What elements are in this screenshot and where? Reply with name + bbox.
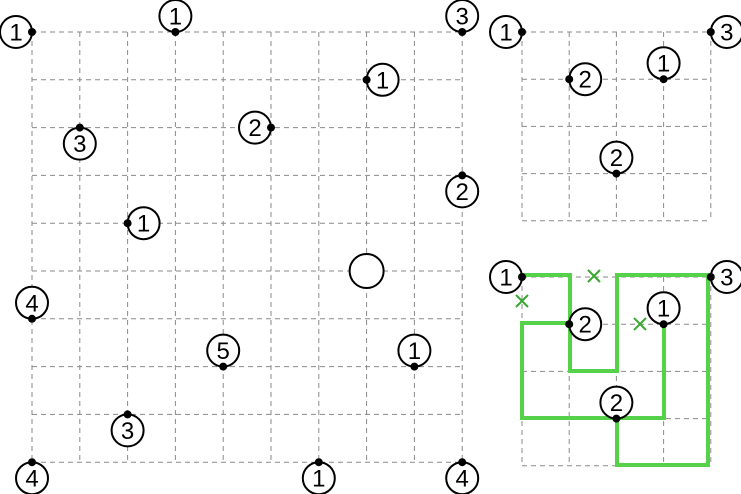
clue-example: 1 xyxy=(489,15,526,49)
clue-main xyxy=(348,253,385,289)
clue-number: 4 xyxy=(25,466,38,493)
clue-dot xyxy=(659,320,668,329)
clue-main: 1 xyxy=(0,15,36,49)
clue-solution: 1 xyxy=(646,291,681,329)
cross-mark xyxy=(587,269,601,283)
clue-number: 1 xyxy=(9,20,22,47)
clue-number: 5 xyxy=(217,338,230,365)
clue-solution: 2 xyxy=(599,385,634,423)
clue-dot xyxy=(362,75,371,84)
clue-dot xyxy=(219,362,228,371)
clue-example: 1 xyxy=(646,46,681,84)
clue-dot xyxy=(458,28,467,36)
clue-main: 1 xyxy=(123,206,161,241)
clue-number: 1 xyxy=(408,338,421,365)
clue-dot xyxy=(458,458,467,467)
cross-mark xyxy=(633,317,647,331)
cross-mark xyxy=(515,294,529,308)
clue-main: 1 xyxy=(397,333,432,371)
clue-dot xyxy=(267,123,275,132)
clue-dot xyxy=(518,28,526,36)
clue-dot xyxy=(171,28,180,36)
clue-example: 3 xyxy=(706,15,741,49)
clue-dot xyxy=(518,273,526,281)
clue-number: 1 xyxy=(376,67,389,94)
clue-number: 3 xyxy=(73,131,86,158)
example-puzzle-grid xyxy=(521,31,712,222)
clue-dot xyxy=(410,362,419,371)
clue-ring xyxy=(348,253,385,289)
clue-number: 1 xyxy=(499,20,512,47)
solution-loop-path xyxy=(520,273,710,467)
clue-number: 3 xyxy=(456,4,469,31)
clue-main: 4 xyxy=(15,458,49,494)
clue-dot xyxy=(659,75,668,84)
clue-number: 1 xyxy=(657,296,670,323)
clue-main: 5 xyxy=(206,333,241,371)
clue-number: 2 xyxy=(610,145,623,172)
clue-number: 2 xyxy=(610,390,623,417)
clue-number: 3 xyxy=(720,20,733,47)
clue-number: 1 xyxy=(169,4,182,31)
clue-main: 2 xyxy=(238,110,275,145)
clue-dot xyxy=(28,28,36,36)
solution-loop-line-2 xyxy=(615,321,666,420)
clue-main: 3 xyxy=(110,410,145,448)
clue-dot xyxy=(612,169,621,178)
clue-dot xyxy=(28,458,36,467)
clue-dot xyxy=(75,123,84,132)
clue-number: 2 xyxy=(579,312,592,339)
clue-number: 2 xyxy=(248,115,261,142)
clue-dot xyxy=(565,75,574,84)
clue-dot xyxy=(706,273,715,281)
clue-dot xyxy=(612,414,621,423)
clue-dot xyxy=(123,219,132,228)
clue-number: 3 xyxy=(121,418,134,445)
clue-main: 3 xyxy=(445,0,480,36)
clue-solution: 3 xyxy=(706,260,741,294)
clue-number: 4 xyxy=(456,466,469,493)
clue-example: 2 xyxy=(599,140,634,178)
clue-main: 4 xyxy=(445,458,480,494)
clue-main: 1 xyxy=(158,0,193,36)
clue-main: 1 xyxy=(301,458,336,494)
clue-number: 2 xyxy=(579,67,592,94)
clue-dot xyxy=(28,314,36,323)
clue-dot xyxy=(706,28,715,36)
clue-number: 4 xyxy=(25,290,38,317)
clue-solution: 2 xyxy=(565,307,603,342)
clue-number: 1 xyxy=(137,211,150,238)
clue-main: 4 xyxy=(15,285,49,323)
clue-number: 1 xyxy=(499,265,512,292)
clue-main: 2 xyxy=(445,171,480,209)
clue-main: 1 xyxy=(362,62,400,97)
clue-dot xyxy=(123,410,132,419)
clue-example: 2 xyxy=(565,62,603,97)
clue-dot xyxy=(565,320,574,329)
clue-solution: 1 xyxy=(489,260,526,294)
main-puzzle-grid xyxy=(31,31,463,463)
clue-dot xyxy=(314,458,323,467)
clue-number: 1 xyxy=(312,466,325,493)
clue-dot xyxy=(458,171,467,180)
clue-main: 3 xyxy=(62,123,97,161)
solution-loop-line xyxy=(520,273,710,467)
clue-number: 1 xyxy=(657,51,670,78)
clue-number: 2 xyxy=(456,179,469,206)
clue-number: 3 xyxy=(720,265,733,292)
